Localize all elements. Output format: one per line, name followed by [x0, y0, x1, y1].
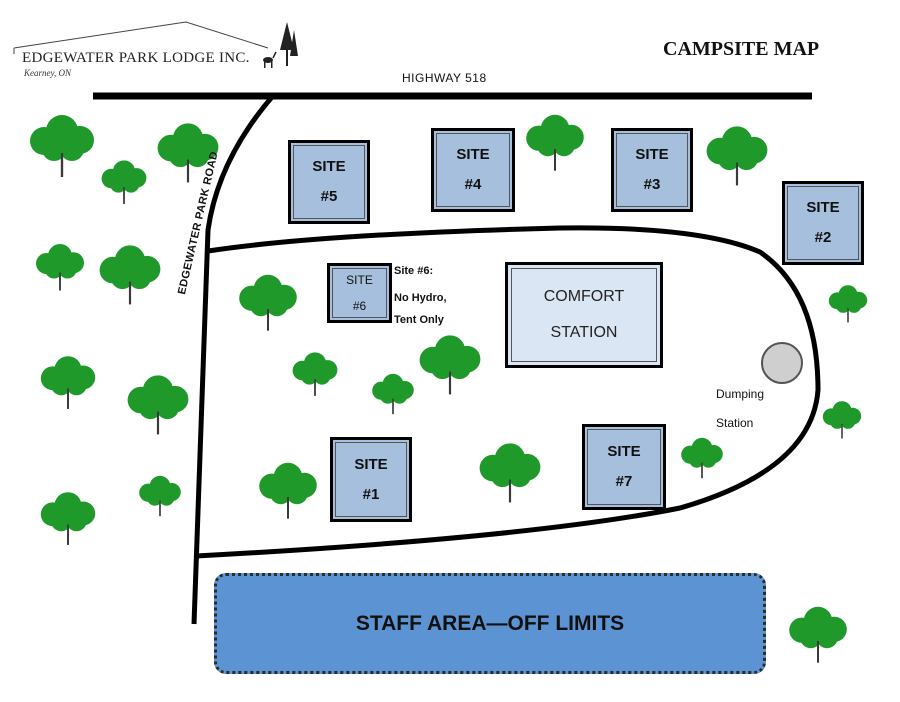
tree-icon — [40, 492, 96, 545]
brand-name: EDGEWATER PARK LODGE INC. — [22, 50, 250, 66]
site-4-number: #4 — [464, 176, 482, 193]
tree-icon — [419, 335, 481, 395]
tree-icon — [789, 606, 847, 663]
site-2-number: #2 — [814, 229, 832, 246]
site-7-label: SITE — [607, 443, 641, 460]
site-6-note-title: Site #6: — [394, 265, 434, 277]
site-4-label: SITE — [456, 146, 490, 163]
tree-icon — [681, 437, 723, 479]
highway-label: HIGHWAY 518 — [402, 71, 487, 85]
comfort-station-line1: COMFORT — [543, 288, 625, 305]
tree-icon — [292, 352, 338, 396]
site-6-label: SITE — [346, 273, 373, 287]
tree-icon — [139, 475, 181, 517]
site-5-label: SITE — [312, 158, 346, 175]
tree-icon — [36, 244, 84, 291]
tree-icon — [706, 126, 768, 186]
tree-icon — [372, 373, 414, 415]
staff-area-label: STAFF AREA—OFF LIMITS — [355, 611, 625, 635]
site-6-note-hydro: No Hydro, — [394, 292, 447, 304]
site-7-number: #7 — [615, 473, 633, 490]
deer-icon — [263, 51, 277, 68]
lodge-logo-icon — [13, 21, 269, 54]
tree-icon — [822, 401, 862, 439]
edgewater-park-road — [191, 95, 274, 625]
site-2-label: SITE — [806, 199, 840, 216]
comfort-station-line2: STATION — [550, 324, 618, 341]
site-1-label: SITE — [354, 455, 388, 473]
tree-icon — [259, 462, 317, 519]
site-5[interactable]: SITE #5 — [288, 140, 370, 224]
site-7[interactable]: SITE #7 — [582, 424, 666, 510]
site-4[interactable]: SITE #4 — [431, 128, 515, 212]
site-6[interactable]: SITE #6 — [327, 263, 392, 323]
dumping-station-label: Dumping — [716, 387, 765, 401]
trees — [30, 114, 868, 663]
tree-icon — [526, 114, 584, 171]
tree-icon — [30, 115, 94, 177]
site-3[interactable]: SITE #3 — [611, 128, 693, 212]
tree-icon — [479, 443, 541, 503]
site-2[interactable]: SITE #2 — [782, 181, 864, 265]
comfort-station[interactable]: COMFORT STATION — [505, 262, 663, 368]
site-6-number: #6 — [352, 299, 367, 313]
site-1[interactable]: SITE #1 — [330, 437, 412, 522]
tree-icon — [40, 356, 96, 409]
tree-icon — [239, 274, 297, 331]
tree-icon — [828, 285, 868, 323]
staff-area[interactable]: STAFF AREA—OFF LIMITS — [214, 573, 766, 674]
tree-icon — [157, 123, 219, 183]
site-5-number: #5 — [320, 188, 338, 205]
tree-icon — [127, 375, 189, 435]
tree-icon — [101, 160, 147, 204]
tree-icon — [99, 245, 161, 305]
dumping-station-label-2: Station — [716, 416, 754, 430]
dumping-station-icon — [761, 342, 803, 384]
pine-tree-icon — [280, 22, 298, 66]
brand-location: Kearney, ON — [24, 68, 71, 78]
map-title: CAMPSITE MAP — [663, 38, 820, 60]
campsite-loop-road — [195, 225, 821, 559]
site-3-label: SITE — [635, 146, 669, 163]
site-6-note-tent: Tent Only — [394, 314, 444, 326]
site-3-number: #3 — [643, 176, 661, 193]
site-1-number: #1 — [362, 485, 380, 503]
